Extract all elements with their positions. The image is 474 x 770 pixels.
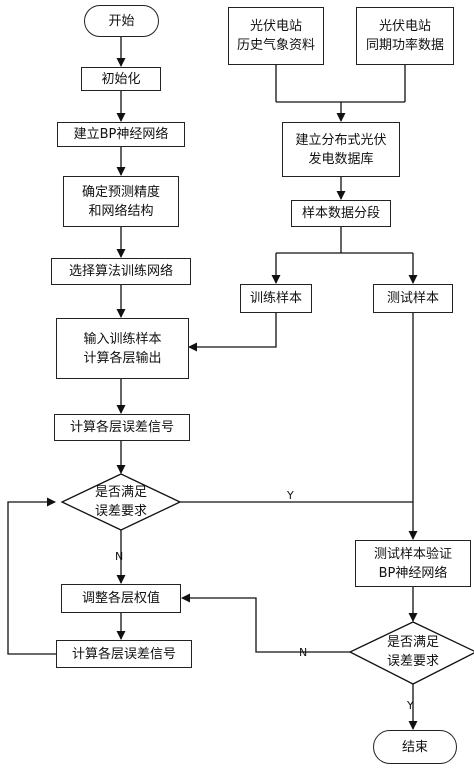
segment-label: 样本数据分段	[301, 206, 380, 221]
arrow-check2-no-to-adjust	[181, 593, 350, 653]
build-bp-label: 建立BP神经网络	[73, 127, 169, 142]
calc-err-2-box: 计算各层误差信号	[56, 640, 192, 668]
adjust-weights-box: 调整各层权值	[61, 584, 181, 613]
end-label: 结束	[401, 739, 428, 755]
check-2-label: 是否满足 误差要求	[364, 632, 462, 672]
start-node: 开始	[84, 5, 159, 37]
weather-data-box: 光伏电站 历史气象资料	[228, 7, 324, 65]
arrow-err2-loop-to-check1	[7, 497, 56, 655]
train-sample-label: 训练样本	[249, 291, 302, 306]
set-precision-box: 确定预测精度 和网络结构	[63, 176, 179, 227]
check-1-no-label: N	[115, 550, 124, 563]
init-box: 初始化	[81, 67, 161, 91]
check-1-text: 是否满足 误差要求	[94, 485, 147, 519]
database-label: 建立分布式光伏 发电数据库	[295, 132, 387, 167]
segment-box: 样本数据分段	[291, 200, 391, 227]
test-sample-box: 测试样本	[373, 284, 453, 313]
test-sample-label: 测试样本	[386, 291, 439, 306]
input-train-label: 输入训练样本 计算各层输出	[83, 331, 162, 366]
verify-box: 测试样本验证 BP神经网络	[355, 540, 471, 587]
verify-label: 测试样本验证 BP神经网络	[373, 546, 452, 581]
database-box: 建立分布式光伏 发电数据库	[282, 122, 400, 177]
check-1-label: 是否满足 误差要求	[72, 482, 170, 522]
train-sample-box: 训练样本	[240, 284, 312, 313]
calc-err-1-box: 计算各层误差信号	[54, 414, 190, 441]
choose-algo-box: 选择算法训练网络	[51, 258, 191, 285]
check-2-no-label: N	[299, 646, 308, 659]
check-2-yes-label: Y	[407, 699, 414, 712]
calc-err-2-label: 计算各层误差信号	[71, 646, 176, 662]
calc-err-1-label: 计算各层误差信号	[69, 420, 174, 435]
arrow-train-sample-to-input	[188, 313, 277, 352]
check-1-yes-label: Y	[287, 489, 294, 502]
decision-check-1	[60, 473, 182, 531]
decision-check-2	[348, 621, 474, 685]
weather-data-label: 光伏电站 历史气象资料	[236, 19, 315, 53]
set-precision-label: 确定预测精度 和网络结构	[81, 184, 160, 219]
choose-algo-label: 选择算法训练网络	[68, 264, 173, 279]
power-data-label: 光伏电站 同期功率数据	[365, 19, 444, 53]
build-bp-box: 建立BP神经网络	[57, 122, 185, 147]
adjust-weights-label: 调整各层权值	[81, 591, 160, 606]
power-data-box: 光伏电站 同期功率数据	[356, 7, 454, 65]
input-train-box: 输入训练样本 计算各层输出	[56, 318, 189, 379]
check-2-text: 是否满足 误差要求	[386, 635, 439, 669]
init-label: 初始化	[101, 71, 141, 87]
end-node: 结束	[373, 730, 457, 764]
start-label: 开始	[108, 13, 135, 29]
